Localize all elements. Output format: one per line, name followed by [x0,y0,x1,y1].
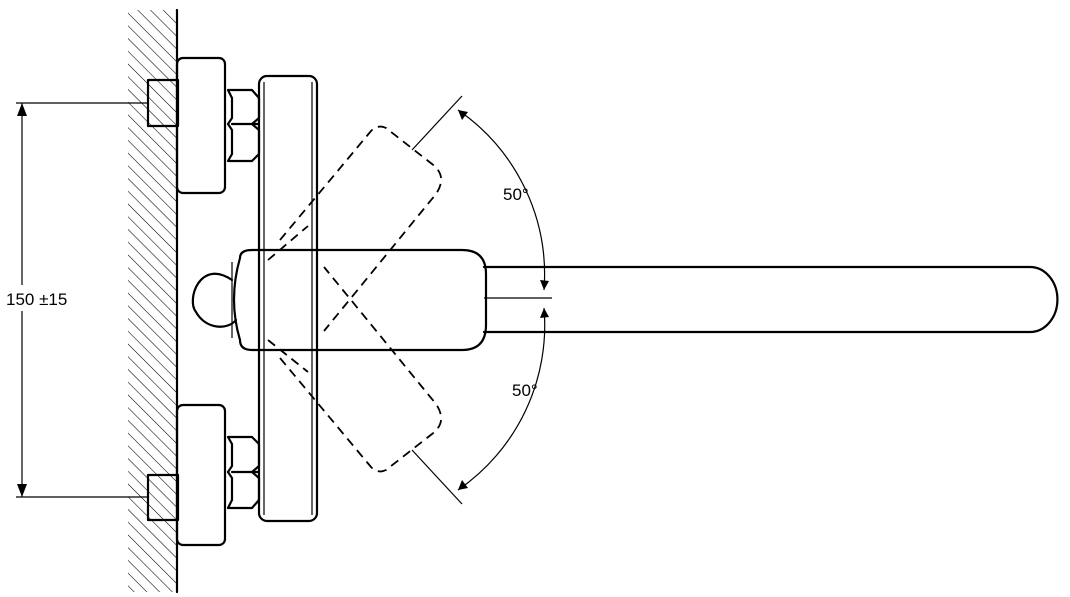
lower-flange [175,403,227,547]
lever-rotated-upper-base [267,225,309,261]
lever-rotated-lower-outline [279,266,442,473]
angle-arrow-lower-end [458,480,468,490]
upper-flange [175,56,227,195]
angle-arc-upper [457,109,546,291]
mixer-body [257,74,319,523]
upper-nut [226,88,261,163]
angle-label-upper: 50° [503,185,529,204]
angle-dimension: 50° 50° [411,95,549,505]
angle-extension-lower [411,449,463,505]
height-label: 150 ±15 [6,290,67,309]
angle-arrow-upper-start [458,110,468,120]
angle-arrow-upper-end [540,280,549,290]
height-arrow-top [17,103,27,116]
angle-arrow-lower-start [540,308,549,318]
height-dimension: 150 ±15 [4,102,148,498]
lever-knob [191,272,238,328]
wall-hatching [128,10,177,592]
lever-rotated-upper [267,125,442,332]
angle-arc-lower [457,307,546,491]
spout [482,265,1059,334]
wall [128,8,179,594]
angle-extension-upper [411,95,463,151]
lever-rotated-upper-outline [279,125,442,332]
lever-handle-outline [232,248,488,352]
height-arrow-bottom [17,484,27,497]
mixer-body-outline [257,74,319,523]
lever-rotated-lower [267,266,442,473]
lever-handle [191,248,488,352]
spout-outline [482,265,1059,334]
angle-label-lower: 50° [512,381,538,400]
height-label-background [4,285,92,311]
lever-rotated-lower-base [267,339,309,373]
